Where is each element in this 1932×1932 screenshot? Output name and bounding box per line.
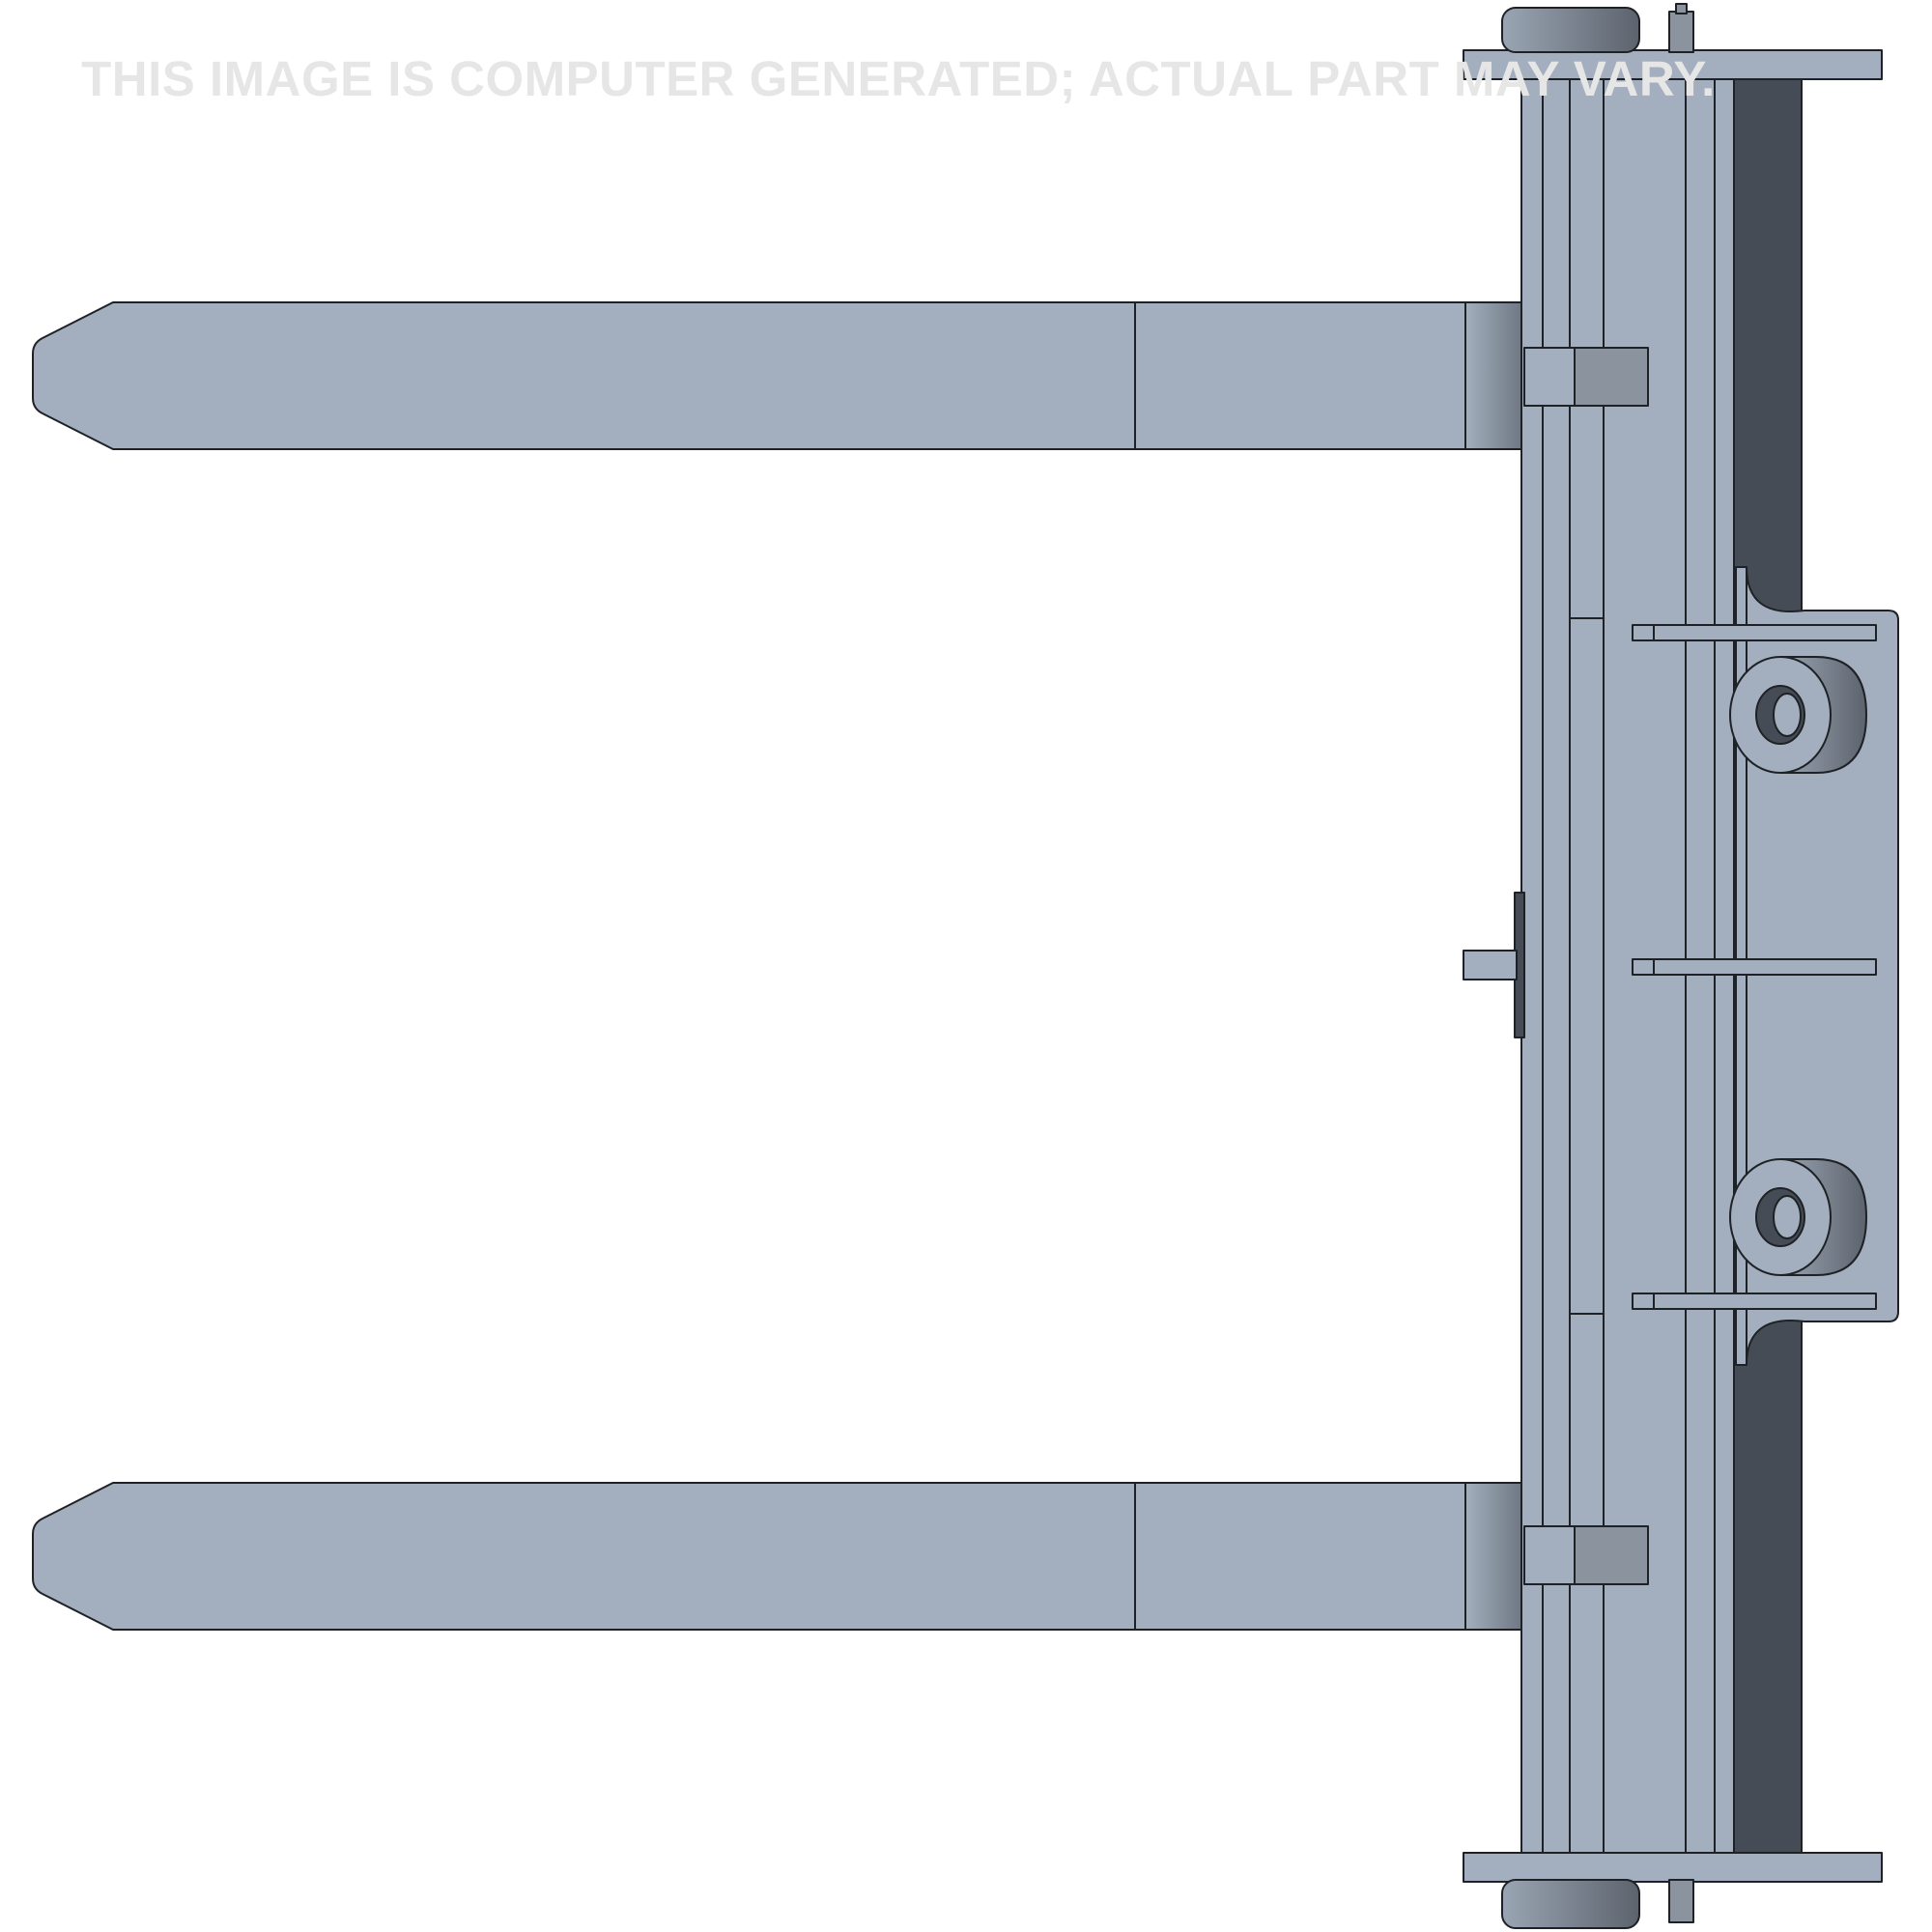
center-lock-pin <box>1463 892 1525 1038</box>
upper-tine <box>32 301 1649 450</box>
top-mount-plate <box>1463 3 1883 80</box>
lower-tine <box>32 1482 1649 1631</box>
upper-pin-bushing <box>1729 656 1867 774</box>
lower-pin-bushing <box>1729 1158 1867 1276</box>
bottom-mount-plate <box>1463 1852 1883 1929</box>
